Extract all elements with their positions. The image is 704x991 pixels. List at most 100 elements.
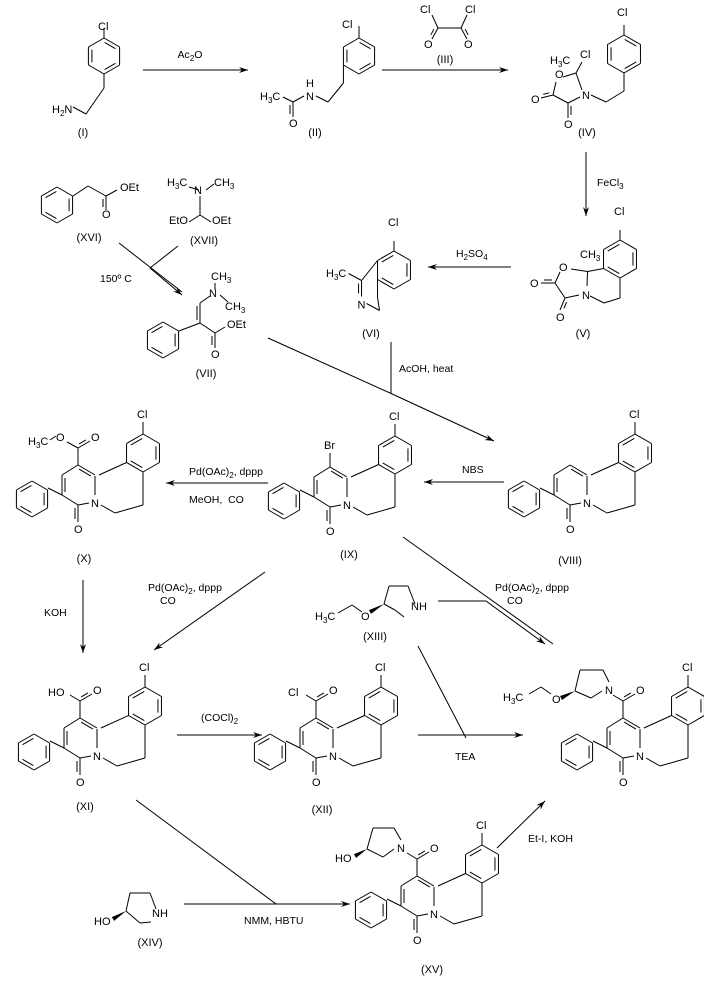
bond xyxy=(453,915,483,925)
arrowhead-icon xyxy=(484,434,494,441)
double-bond xyxy=(569,464,588,476)
atom-label: O xyxy=(74,524,83,536)
ring-bond xyxy=(359,62,371,71)
wedge-bond xyxy=(368,604,384,614)
atom-label: O xyxy=(102,209,111,221)
bond xyxy=(87,185,107,197)
bond xyxy=(149,892,157,910)
bond xyxy=(72,106,87,115)
ring-bond xyxy=(343,37,360,48)
ring-bond xyxy=(269,733,286,744)
bond xyxy=(63,717,81,729)
ring-bond xyxy=(561,733,578,744)
ring-bond xyxy=(561,760,578,771)
atom-label: H xyxy=(306,78,314,90)
double-bond xyxy=(316,721,330,730)
ring-bond xyxy=(130,460,143,468)
ring-bond xyxy=(45,211,57,220)
atom-label: H3C xyxy=(550,55,570,69)
atom-label: N xyxy=(582,290,590,302)
ring-bond xyxy=(41,186,58,197)
bond xyxy=(292,95,305,103)
bond xyxy=(393,827,402,841)
bond xyxy=(606,504,636,514)
ring-bond xyxy=(41,213,58,224)
arrowhead-icon xyxy=(173,286,182,295)
ring-bond xyxy=(523,480,540,491)
ring-bond xyxy=(687,715,704,726)
double-bond xyxy=(563,301,568,309)
double-bond xyxy=(622,717,641,729)
ring-bond xyxy=(151,325,163,334)
double-bond xyxy=(80,721,94,730)
bond xyxy=(659,757,689,767)
ring-bond xyxy=(33,760,50,771)
arrow-IX-to-XI xyxy=(153,571,266,651)
ring-bond xyxy=(624,39,637,47)
atom-label: Cl xyxy=(465,4,475,16)
double-bond xyxy=(79,693,93,702)
ring-bond xyxy=(151,346,163,355)
ring-bond xyxy=(624,61,637,69)
bond xyxy=(603,297,621,304)
bond xyxy=(569,502,582,506)
ring-bond xyxy=(622,438,635,446)
atom-label: Cl xyxy=(682,662,692,674)
ring-bond xyxy=(623,63,641,74)
bond xyxy=(116,757,146,767)
ring-bond xyxy=(382,440,395,448)
arrow-to-VII xyxy=(149,267,183,296)
atom-label: O xyxy=(619,777,628,789)
ring-bond xyxy=(508,507,525,518)
ring-bond xyxy=(512,484,524,493)
atom-label: O xyxy=(326,526,335,538)
condition-fecl3: FeCl3 xyxy=(597,177,624,191)
condition-150c: 150º C xyxy=(100,273,132,285)
compound-label-VI: (VI) xyxy=(362,328,380,340)
compound-label-V: (V) xyxy=(576,328,591,340)
bond xyxy=(199,214,212,223)
compound-label-X: (X) xyxy=(77,553,92,565)
bond xyxy=(400,875,418,887)
ring-bond xyxy=(619,268,637,279)
bond xyxy=(416,913,429,917)
double-bond xyxy=(540,94,554,99)
arrow-XVII-join xyxy=(149,245,179,269)
atom-label: Cl xyxy=(476,820,486,832)
bond xyxy=(590,94,607,103)
atom-label: N xyxy=(93,751,101,763)
atom-label: O xyxy=(312,777,321,789)
condition-acoh-heat: AcOH, heat xyxy=(399,363,453,375)
ring-bond xyxy=(268,509,285,520)
ring-bond xyxy=(618,433,636,444)
bond xyxy=(366,848,384,858)
atom-label: O xyxy=(530,278,539,290)
bond xyxy=(219,294,229,303)
ring-bond xyxy=(20,484,32,493)
bond xyxy=(460,14,468,29)
ring-bond xyxy=(162,321,179,332)
bond xyxy=(199,322,216,334)
arrowhead-icon xyxy=(535,636,545,644)
ring-bond xyxy=(31,480,48,491)
double-bond xyxy=(417,879,431,888)
atom-label: O xyxy=(91,432,100,444)
bond xyxy=(439,915,455,925)
atom-label: HO xyxy=(335,853,352,865)
bond xyxy=(125,910,141,924)
bond xyxy=(575,61,583,74)
atom-label: NH xyxy=(152,908,168,920)
bond xyxy=(329,504,342,508)
bond xyxy=(587,268,604,272)
ring-bond xyxy=(31,507,48,518)
bond xyxy=(63,747,81,759)
ring-bond xyxy=(283,509,300,520)
bond xyxy=(437,873,466,887)
double-bond xyxy=(460,27,468,40)
arrow-layer xyxy=(80,67,589,907)
ring-bond xyxy=(258,737,270,746)
condition-eti-koh: Et-I, KOH xyxy=(528,833,573,845)
atom-label: O xyxy=(329,685,338,697)
ring-bond xyxy=(355,918,372,929)
double-bond xyxy=(543,92,550,95)
